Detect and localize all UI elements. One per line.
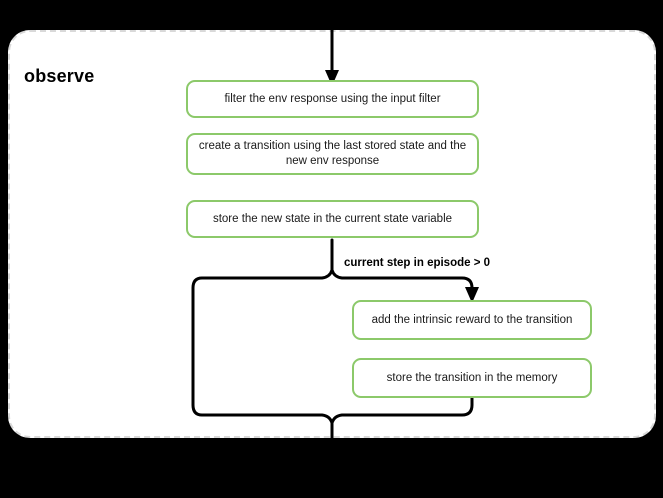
node-label: filter the env response using the input … [224,92,441,105]
node-label: store the transition in the memory [386,371,558,384]
node-label: create a transition using the last store… [198,140,467,167]
node-store-new-state[interactable]: store the new state in the current state… [186,200,479,238]
node-add-intrinsic-reward[interactable]: add the intrinsic reward to the transiti… [352,300,592,340]
branch-condition-label: current step in episode > 0 [344,257,491,269]
node-store-transition-memory[interactable]: store the transition in the memory [352,358,592,398]
page-title: observe [24,66,95,86]
node-label: store the new state in the current state… [212,212,453,225]
node-create-transition[interactable]: create a transition using the last store… [186,133,479,175]
node-filter-env-response[interactable]: filter the env response using the input … [186,80,479,118]
node-label: add the intrinsic reward to the transiti… [371,313,573,326]
